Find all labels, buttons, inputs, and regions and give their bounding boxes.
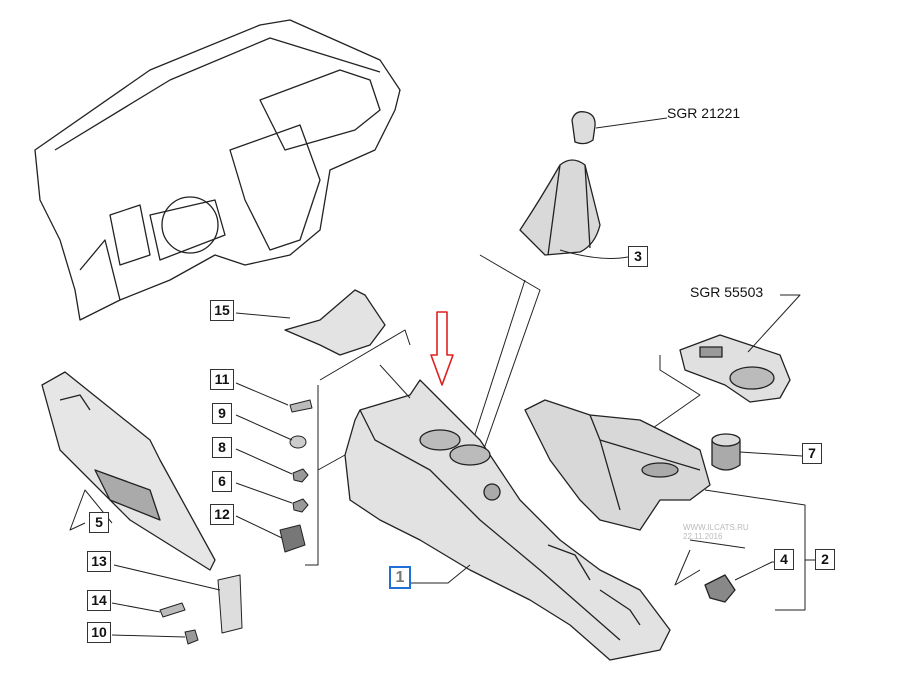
fasteners: [235, 382, 346, 566]
callout-5[interactable]: 5: [89, 512, 109, 533]
callout-14[interactable]: 14: [87, 590, 111, 611]
ref-sgr-55503[interactable]: SGR 55503: [690, 284, 764, 300]
watermark-line1: WWW.ILCATS.RU: [683, 523, 749, 532]
callout-13[interactable]: 13: [87, 551, 111, 572]
cupholder-insert: [649, 294, 801, 431]
callout-9[interactable]: 9: [212, 403, 232, 424]
watermark: WWW.ILCATS.RU 22.11.2016: [683, 523, 749, 541]
trim-cover: [235, 289, 411, 399]
callout-11[interactable]: 11: [210, 369, 234, 390]
watermark-line2: 22.11.2016: [683, 532, 723, 541]
callout-1-selected[interactable]: 1: [389, 566, 411, 589]
side-panel: [41, 371, 216, 571]
callout-6[interactable]: 6: [212, 471, 232, 492]
ref-sgr-21221[interactable]: SGR 21221: [667, 105, 741, 121]
callout-3[interactable]: 3: [628, 246, 648, 267]
gear-boot: [519, 159, 629, 259]
ashtray: [711, 433, 803, 471]
highlight-arrow: [430, 311, 454, 386]
callout-12[interactable]: 12: [210, 504, 234, 525]
callout-7[interactable]: 7: [802, 443, 822, 464]
dashboard-illustration: [34, 19, 401, 321]
callout-2[interactable]: 2: [815, 549, 835, 570]
clip-part: [704, 561, 774, 603]
small-hardware: [111, 564, 243, 645]
callout-15[interactable]: 15: [210, 300, 234, 321]
armrest-console: [524, 399, 815, 611]
center-console: [344, 379, 671, 661]
gear-knob: [571, 111, 668, 145]
callout-4[interactable]: 4: [774, 549, 794, 570]
callout-8[interactable]: 8: [212, 437, 232, 458]
callout-10[interactable]: 10: [87, 622, 111, 643]
